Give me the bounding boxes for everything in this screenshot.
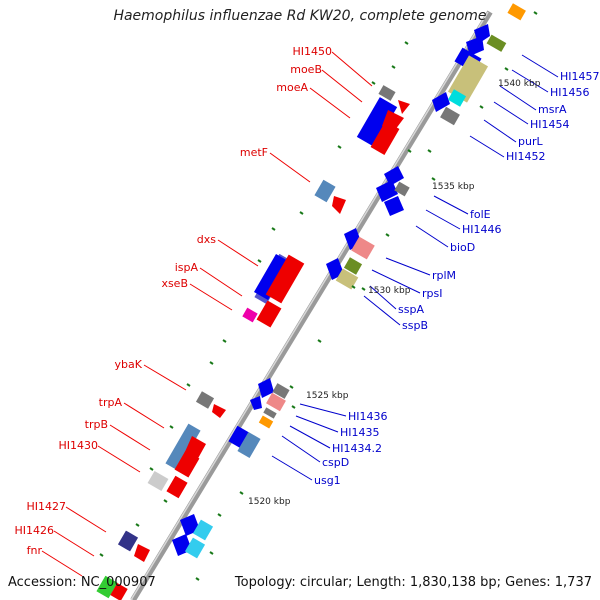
gene-block[interactable]: [165, 423, 201, 471]
gene-block[interactable]: [447, 55, 489, 103]
gene-label-right[interactable]: HI1457: [560, 70, 600, 83]
gene-label-left[interactable]: xseB: [161, 277, 188, 290]
gene-block[interactable]: [250, 396, 262, 410]
gene-block[interactable]: [332, 196, 346, 214]
gene-block[interactable]: [258, 378, 274, 398]
gene-block[interactable]: [192, 519, 214, 541]
gene-label-right[interactable]: HI1436: [348, 410, 388, 423]
gene-block[interactable]: [384, 196, 404, 216]
scale-label: 1535 kbp: [432, 182, 475, 192]
gene-blocks-right: [172, 3, 526, 559]
gene-label-right[interactable]: usg1: [314, 474, 341, 487]
gene-block[interactable]: [254, 254, 290, 300]
gene-label-right[interactable]: HI1434.2: [332, 442, 382, 455]
gene-block[interactable]: [258, 415, 274, 429]
gene-block[interactable]: [265, 254, 305, 304]
gene-label-left[interactable]: trpA: [99, 396, 123, 409]
gene-label-left[interactable]: HI1450: [292, 45, 332, 58]
scale-label: 1520 kbp: [248, 497, 291, 507]
gene-label-right[interactable]: sspA: [398, 303, 424, 316]
gene-label-right[interactable]: HI1435: [340, 426, 380, 439]
gene-block[interactable]: [228, 425, 250, 449]
gene-label-right[interactable]: msrA: [538, 103, 567, 116]
accession-label: Accession: NC_000907: [8, 575, 156, 590]
scale-label: 1540 kbp: [498, 79, 541, 89]
gene-label-right[interactable]: HI1452: [506, 150, 546, 163]
gene-block[interactable]: [147, 470, 169, 492]
gene-block[interactable]: [174, 450, 200, 478]
genome-backbone: [130, 10, 493, 600]
gene-block[interactable]: [466, 36, 484, 56]
gene-label-left[interactable]: trpB: [85, 418, 108, 431]
gene-block[interactable]: [343, 257, 363, 275]
gene-block[interactable]: [266, 392, 286, 412]
gene-label-right[interactable]: rpsI: [422, 287, 442, 300]
gene-block[interactable]: [370, 121, 400, 155]
gene-block[interactable]: [110, 582, 128, 600]
gene-block[interactable]: [507, 3, 526, 21]
gene-block[interactable]: [166, 475, 188, 499]
gene-label-right[interactable]: folE: [470, 208, 491, 221]
gene-label-left[interactable]: fnr: [27, 544, 43, 557]
gene-block[interactable]: [272, 383, 290, 399]
gene-block[interactable]: [117, 530, 139, 552]
gene-label-right[interactable]: HI1456: [550, 86, 590, 99]
gene-block[interactable]: [263, 407, 277, 419]
gene-block[interactable]: [394, 181, 410, 197]
gene-label-left[interactable]: dxs: [197, 233, 216, 246]
gene-block[interactable]: [242, 307, 258, 323]
gene-label-right[interactable]: purL: [518, 135, 543, 148]
gene-label-left[interactable]: HI1426: [14, 524, 54, 537]
gene-block[interactable]: [212, 404, 226, 418]
gene-label-right[interactable]: HI1454: [530, 118, 570, 131]
genome-summary: Topology: circular; Length: 1,830,138 bp…: [234, 575, 592, 590]
gene-block[interactable]: [378, 85, 396, 101]
gene-label-right[interactable]: cspD: [322, 456, 349, 469]
gene-blocks-left: [96, 85, 410, 600]
gene-label-right[interactable]: sspB: [402, 319, 428, 332]
gene-block[interactable]: [237, 431, 261, 459]
gene-block[interactable]: [398, 100, 410, 114]
gene-block[interactable]: [96, 575, 118, 599]
gene-label-left[interactable]: metF: [240, 146, 268, 159]
position-ticks: [99, 11, 538, 581]
gene-label-right[interactable]: rplM: [432, 269, 456, 282]
gene-block[interactable]: [351, 236, 375, 260]
gene-label-left[interactable]: moeB: [290, 63, 322, 76]
gene-block[interactable]: [195, 391, 215, 409]
gene-block[interactable]: [184, 537, 206, 559]
gene-block[interactable]: [314, 179, 336, 203]
gene-label-left[interactable]: moeA: [276, 81, 308, 94]
gene-block[interactable]: [376, 180, 398, 202]
gene-label-right[interactable]: HI1446: [462, 223, 502, 236]
gene-label-left[interactable]: HI1427: [26, 500, 66, 513]
scale-label: 1525 kbp: [306, 391, 349, 401]
gene-block[interactable]: [384, 166, 404, 186]
map-title: Haemophilus influenzae Rd KW20, complete…: [113, 8, 487, 24]
leader-lines-right: [271, 54, 559, 481]
scale-label: 1530 kbp: [368, 286, 411, 296]
gene-block[interactable]: [356, 97, 398, 147]
gene-block[interactable]: [447, 89, 467, 107]
gene-label-left[interactable]: HI1430: [58, 439, 98, 452]
genome-backbone-highlight: [130, 11, 489, 600]
gene-label-left[interactable]: ybaK: [115, 358, 143, 371]
gene-block[interactable]: [440, 106, 460, 126]
gene-block[interactable]: [335, 268, 359, 290]
gene-block[interactable]: [432, 92, 450, 112]
gene-block[interactable]: [134, 544, 150, 562]
gene-label-right[interactable]: bioD: [450, 241, 475, 254]
leader-lines-left: [41, 51, 373, 577]
gene-block[interactable]: [256, 300, 282, 328]
gene-block[interactable]: [486, 34, 507, 52]
gene-label-left[interactable]: ispA: [175, 261, 199, 274]
